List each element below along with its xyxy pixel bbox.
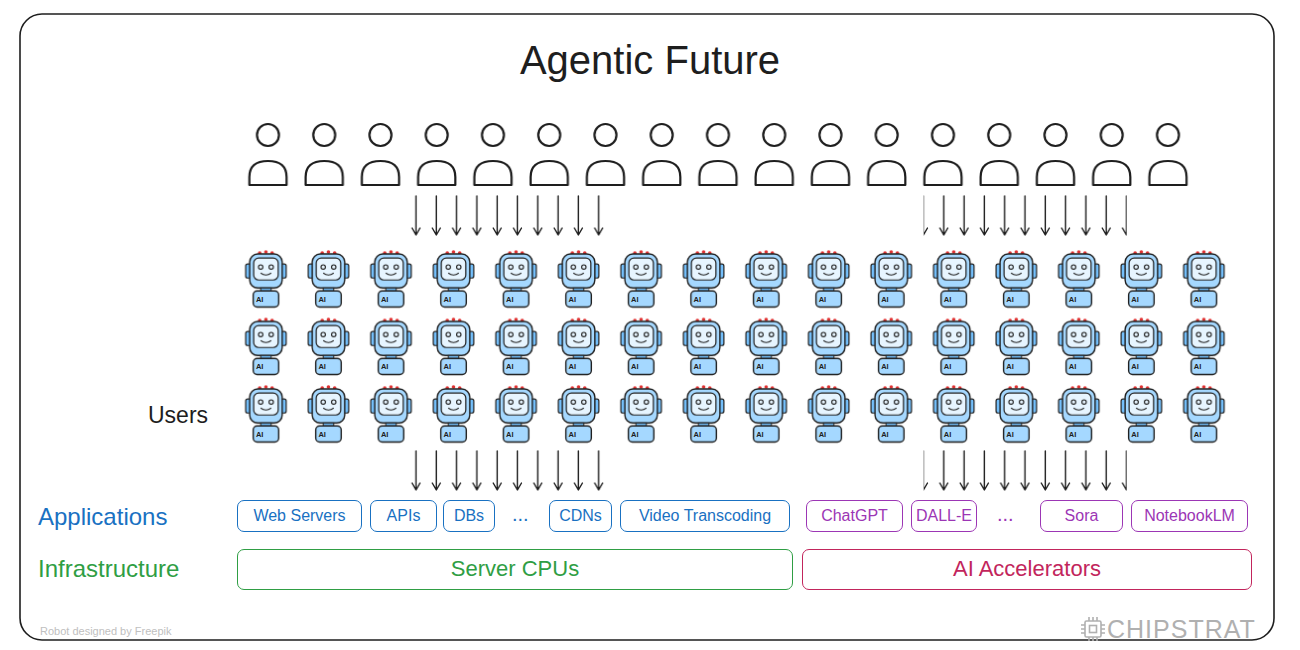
robot-badge: AI — [1194, 431, 1202, 439]
layer-label: Infrastructure — [38, 556, 179, 582]
robot-badge: AI — [756, 363, 764, 371]
box-label: DALL-E — [916, 507, 972, 525]
robot-badge: AI — [1131, 363, 1139, 371]
robot-badge: AI — [1131, 296, 1139, 304]
watermark: CHIPSTRAT — [1107, 616, 1256, 644]
robot-badge: AI — [318, 431, 326, 439]
robot-badge: AI — [1069, 296, 1077, 304]
box-label: CDNs — [559, 507, 602, 525]
robot-badge: AI — [631, 431, 639, 439]
robot-badge: AI — [381, 431, 389, 439]
robot-badge: AI — [1069, 363, 1077, 371]
robot-badge: AI — [1069, 431, 1077, 439]
box-label: NotebookLM — [1144, 507, 1235, 525]
diagram-title: Agentic Future — [0, 38, 1300, 83]
ai-application-box: DALL-E — [911, 500, 977, 532]
robot-badge: AI — [443, 431, 451, 439]
robot-badge: AI — [443, 363, 451, 371]
robot-badge: AI — [443, 296, 451, 304]
robot-badge: AI — [1006, 296, 1014, 304]
box-label: APIs — [387, 507, 421, 525]
robot-badge: AI — [944, 431, 952, 439]
box-label: Sora — [1065, 507, 1099, 525]
robot-badge: AI — [569, 296, 577, 304]
robot-badge: AI — [881, 431, 889, 439]
robot-badge: AI — [1006, 431, 1014, 439]
robot-badge: AI — [318, 296, 326, 304]
robot-badge: AI — [756, 431, 764, 439]
robot-badge: AI — [944, 363, 952, 371]
robot-badge: AI — [756, 296, 764, 304]
ai-application-box: Sora — [1040, 500, 1123, 532]
frame-border — [20, 14, 1274, 640]
robot-badge: AI — [506, 363, 514, 371]
robot-badge: AI — [944, 296, 952, 304]
robot-badge: AI — [631, 296, 639, 304]
robot-badge: AI — [506, 431, 514, 439]
box-label: Server CPUs — [451, 557, 579, 581]
robot-badge: AI — [381, 363, 389, 371]
credit-note: Robot designed by Freepik — [40, 625, 171, 637]
robot-badge: AI — [506, 296, 514, 304]
application-box: CDNs — [549, 500, 612, 532]
box-label: Video Transcoding — [639, 507, 771, 525]
flow-arrows — [924, 445, 1127, 495]
application-box: APIs — [370, 500, 437, 532]
box-label: DBs — [454, 507, 484, 525]
box-label: AI Accelerators — [953, 557, 1101, 581]
robot-badge: AI — [1194, 296, 1202, 304]
robot-badge: AI — [819, 431, 827, 439]
robot-badge: AI — [1131, 431, 1139, 439]
robot-badge: AI — [256, 431, 264, 439]
row-label: Users — [148, 403, 208, 428]
application-box: DBs — [443, 500, 495, 532]
ai-application-box: ChatGPT — [806, 500, 903, 532]
robot-badge: AI — [256, 363, 264, 371]
flow-arrows — [924, 190, 1127, 240]
ellipsis: ... — [512, 503, 529, 525]
robot-badge: AI — [631, 363, 639, 371]
layer-label: Applications — [38, 504, 167, 530]
infrastructure-box: Server CPUs — [237, 549, 793, 590]
infrastructure-box: AI Accelerators — [802, 549, 1252, 590]
robot-badge: AI — [569, 431, 577, 439]
box-label: ChatGPT — [821, 507, 888, 525]
flow-arrows — [406, 190, 609, 240]
robot-badge: AI — [694, 363, 702, 371]
robot-badge: AI — [318, 363, 326, 371]
robot-badge: AI — [694, 431, 702, 439]
robot-badge: AI — [881, 363, 889, 371]
ai-application-box: NotebookLM — [1131, 500, 1248, 532]
application-box: Web Servers — [237, 500, 362, 532]
ellipsis: ... — [997, 503, 1014, 525]
robot-badge: AI — [1006, 363, 1014, 371]
agent-robots — [235, 247, 1235, 450]
flow-arrows — [406, 445, 609, 495]
robot-badge: AI — [819, 363, 827, 371]
robot-badge: AI — [694, 296, 702, 304]
robot-badge: AI — [819, 296, 827, 304]
chip-logo — [1081, 617, 1105, 641]
application-box: Video Transcoding — [620, 500, 790, 532]
robot-badge: AI — [381, 296, 389, 304]
box-label: Web Servers — [253, 507, 345, 525]
robot-badge: AI — [1194, 363, 1202, 371]
user-icons — [240, 117, 1196, 187]
robot-badge: AI — [256, 296, 264, 304]
robot-badge: AI — [569, 363, 577, 371]
robot-badge: AI — [881, 296, 889, 304]
